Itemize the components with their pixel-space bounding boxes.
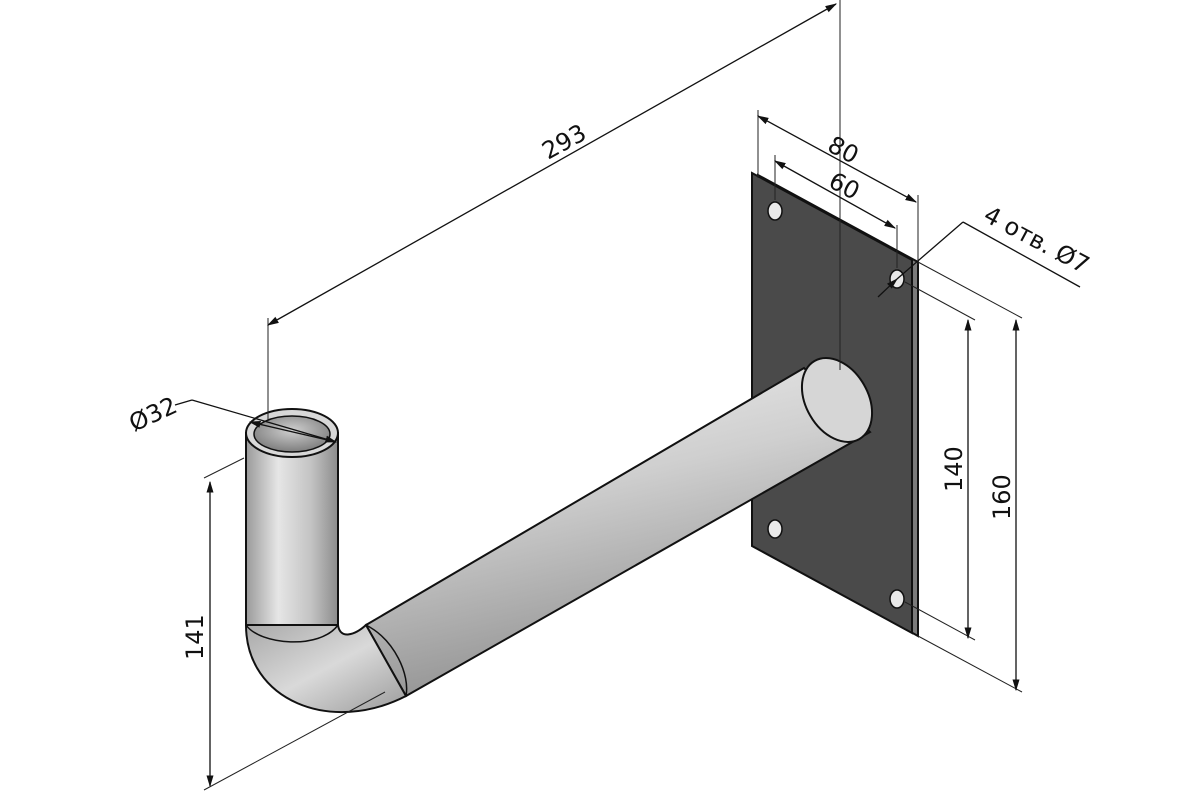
- plate-hole-bottom-left: [767, 519, 783, 539]
- dimension-plate-height: 160: [917, 261, 1023, 693]
- riser-body: [245, 432, 339, 626]
- bend-seam: [245, 624, 339, 643]
- dimension-riser-height: 141: [181, 457, 386, 791]
- bracket-bend: [244, 623, 408, 713]
- arm-end-cap: [800, 357, 874, 443]
- bracket-riser: [245, 408, 339, 626]
- plate-width-label: 80: [823, 131, 863, 170]
- hole-spacing-vertical-label: 140: [940, 446, 968, 492]
- plate-height-label: 160: [988, 474, 1016, 520]
- hole-spacing-horizontal-label: 60: [824, 167, 864, 206]
- pipe-diameter-label: Ø32: [125, 391, 182, 437]
- bracket-arm: [364, 357, 874, 698]
- dimension-hole-spacing-vertical: 140: [904, 281, 976, 641]
- riser-height-label: 141: [181, 614, 209, 660]
- plate-hole-top-left: [767, 201, 783, 221]
- plate-hole-bottom-right: [889, 589, 905, 609]
- bend-seam-2: [365, 624, 408, 697]
- riser-top-bore: [253, 415, 331, 453]
